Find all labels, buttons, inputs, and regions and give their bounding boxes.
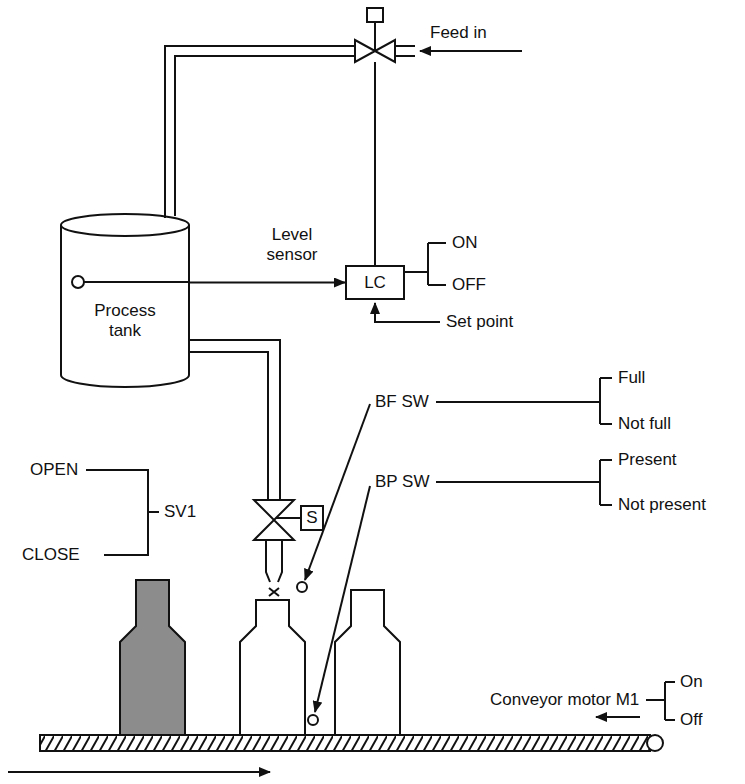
direction-arrow: [8, 771, 270, 773]
level-controller: LC: [345, 265, 405, 300]
sensor-label: Level sensor: [257, 225, 327, 264]
valve-stem: [374, 22, 376, 51]
control-line: [374, 62, 376, 265]
solenoid-link: [276, 517, 300, 519]
bf-leader: [305, 404, 370, 580]
switch-tag: BP SW: [375, 472, 429, 492]
outlet-pipe: [190, 340, 280, 500]
sv1-bracket: [86, 470, 159, 555]
state-label: OPEN: [30, 460, 78, 480]
motor-bracket: [646, 682, 675, 720]
level-sensor: [72, 276, 84, 288]
bottle: [335, 590, 400, 735]
bp-sensor: [308, 715, 318, 725]
state-label: Off: [680, 710, 702, 730]
node-text: LC: [364, 273, 386, 293]
feed-pipe-stub: [395, 46, 415, 56]
state-label: ON: [452, 233, 478, 253]
switch-tag: BF SW: [375, 392, 429, 412]
state-label: CLOSE: [22, 545, 80, 565]
bottle: [240, 600, 305, 735]
feed-pipe: [165, 46, 355, 218]
bf-bracket: [436, 378, 612, 424]
signal-connector: [190, 282, 345, 284]
nozzle: [266, 540, 282, 582]
tank-outline: [60, 213, 190, 388]
solenoid-box: S: [300, 505, 324, 531]
conveyor-belt: [40, 735, 650, 751]
setpoint-label: Set point: [446, 312, 513, 332]
inlet-label: Feed in: [430, 23, 487, 43]
full-bottle: [120, 580, 185, 735]
on-off-bracket: [405, 243, 446, 285]
feed-arrow: [420, 50, 522, 52]
solenoid-valve: [254, 500, 294, 540]
set-point-arrow: [375, 303, 440, 322]
motor-arrow: [596, 716, 640, 718]
nozzle-tip: [269, 588, 279, 596]
tank-top: [61, 214, 189, 236]
bp-bracket: [436, 460, 612, 505]
node-text: Process tank: [85, 301, 165, 340]
sensor-line: [84, 281, 190, 283]
process-tank: Process tank: [60, 213, 190, 388]
state-label: Full: [618, 368, 645, 388]
state-label: On: [680, 672, 703, 692]
node-text: S: [306, 508, 317, 528]
conveyor-roller: [647, 735, 663, 751]
state-label: Not present: [618, 495, 706, 515]
bf-sensor: [297, 582, 307, 592]
state-label: Present: [618, 450, 677, 470]
valve-tag: SV1: [164, 502, 196, 522]
state-label: OFF: [452, 275, 486, 295]
motor-tag: Conveyor motor M1: [490, 690, 639, 710]
tank-wall: [61, 225, 189, 387]
state-label: Not full: [618, 414, 671, 434]
valve-actuator: [367, 8, 383, 22]
